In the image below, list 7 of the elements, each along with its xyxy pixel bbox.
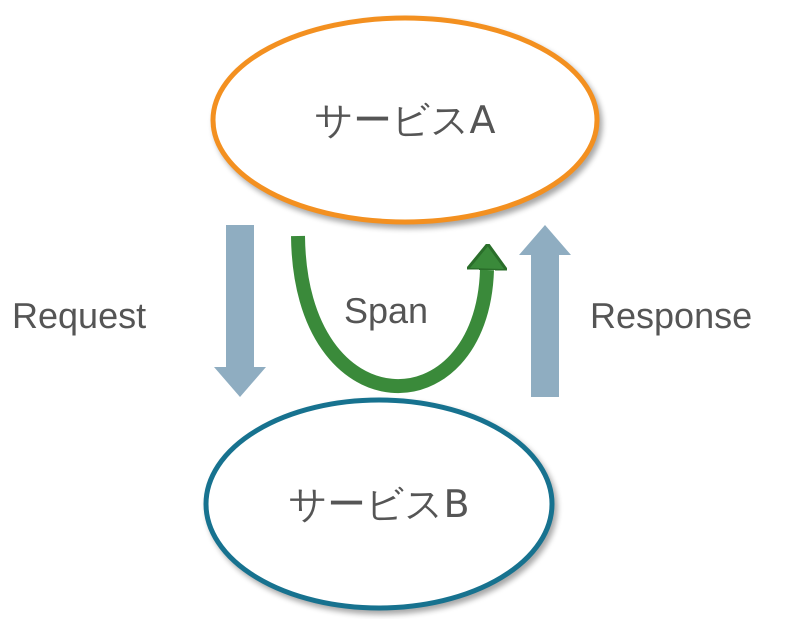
service-ellipse: [203, 397, 555, 611]
service-name: サービスB: [288, 480, 470, 528]
block-arrow: [214, 225, 266, 397]
block-arrow: [519, 225, 571, 397]
curved-arrow: [291, 235, 508, 393]
service-name: サービスA: [314, 96, 496, 144]
service-ellipse: [210, 15, 600, 225]
